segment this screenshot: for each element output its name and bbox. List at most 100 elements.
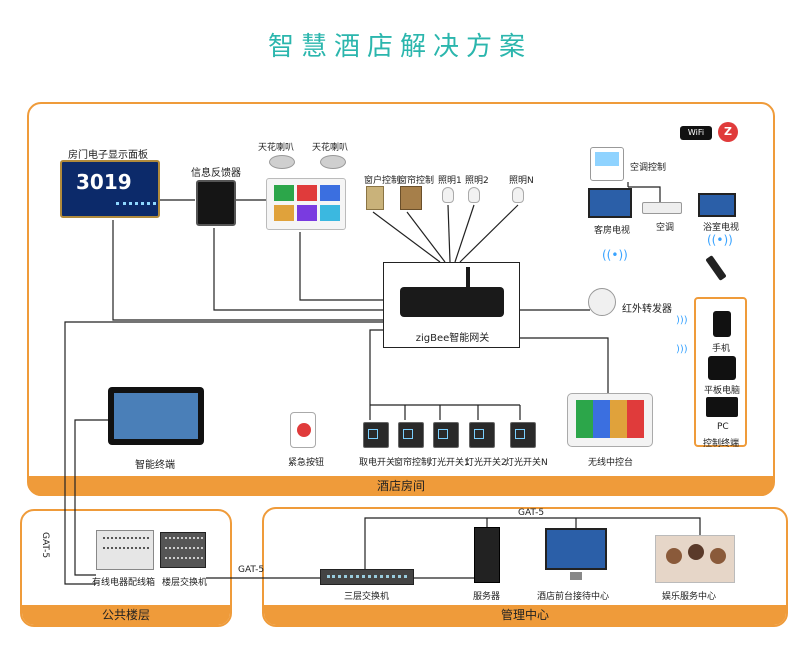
switch-light2-icon	[469, 422, 495, 448]
door-panel-icons	[116, 202, 156, 215]
core-switch-label: 三层交换机	[344, 592, 390, 602]
emergency-button-icon	[290, 412, 316, 448]
switch-curtain-icon	[398, 422, 424, 448]
floor-switch-label: 楼层交换机	[162, 578, 208, 588]
switch-lightN-label: 灯光开关N	[505, 458, 548, 468]
speaker-right-icon	[320, 155, 346, 169]
management-region	[262, 507, 788, 627]
wifi-signal-icon-4: )))	[676, 344, 688, 355]
lightN-label: 照明N	[509, 176, 534, 186]
wifi-signal-icon-1: ((•))	[602, 248, 628, 262]
feedback-device	[196, 180, 236, 226]
line-core-mgmt	[364, 517, 701, 570]
line-light1	[447, 204, 451, 263]
control-terminal-label: 控制终端	[703, 439, 740, 449]
line-panel-gateway	[299, 232, 383, 301]
management-label: 管理中心	[264, 605, 786, 625]
switch-light1-icon	[433, 422, 459, 448]
gateway-device-icon	[400, 287, 504, 317]
smart-terminal-icon	[108, 387, 204, 445]
pc-icon	[706, 397, 738, 417]
public-floor-label: 公共楼层	[22, 605, 230, 625]
light1-label: 照明1	[438, 176, 462, 186]
line-gw-switches	[369, 329, 383, 420]
phone-label: 手机	[712, 344, 731, 354]
line-curtain2	[406, 211, 446, 263]
public-floor-region	[20, 509, 232, 627]
wifi-signal-icon-3: )))	[676, 315, 688, 326]
ac-label: 空调	[656, 223, 675, 233]
entertainment-photo-icon	[655, 535, 735, 583]
ir-transmitter-icon	[588, 288, 616, 316]
curtain-outer-icon	[366, 186, 384, 210]
zigbee-badge: Z	[718, 122, 738, 142]
line-feedback-gateway	[213, 228, 383, 311]
line-gw-console	[520, 337, 609, 393]
ac-control-label: 空调控制	[630, 163, 667, 173]
line-lightN	[459, 204, 519, 263]
core-switch-icon	[320, 569, 414, 585]
gat5-top-label: GAT-5	[518, 508, 545, 518]
bath-tv-icon	[698, 193, 736, 217]
cabinet-icon	[96, 530, 154, 570]
thermostat-icon	[590, 147, 624, 181]
light2-label: 照明2	[465, 176, 489, 186]
line-terminal-cabinet	[74, 419, 108, 576]
wall-control-panel	[266, 178, 346, 230]
entertainment-label: 娱乐服务中心	[662, 592, 717, 602]
light1-icon	[442, 187, 454, 203]
smart-terminal-label: 智能终端	[135, 460, 175, 471]
switch-power-icon	[363, 422, 389, 448]
line-light2	[454, 204, 475, 263]
switch-light1-label: 灯光开关1	[428, 458, 470, 468]
page-title: 智慧酒店解决方案	[267, 32, 532, 62]
reception-stand-icon	[570, 572, 582, 580]
bath-tv-label: 浴室电视	[703, 223, 740, 233]
curtain-inner-icon	[400, 186, 422, 210]
gateway-label: zigBee智能网关	[415, 333, 490, 344]
wireless-console-label: 无线中控台	[588, 458, 634, 468]
line-curtain1	[372, 211, 441, 263]
wireless-console-icon	[567, 393, 653, 447]
floor-switch-icon	[160, 532, 206, 568]
wifi-signal-icon-2: ((•))	[707, 233, 733, 247]
phone-icon	[713, 311, 731, 337]
guest-tv-icon	[588, 188, 632, 218]
speaker-right-label: 天花喇叭	[312, 143, 349, 153]
reception-label: 酒店前台接待中心	[537, 592, 610, 602]
ac-icon	[642, 202, 682, 214]
gat5-vertical-label: GAT-5	[40, 532, 50, 559]
tablet-label: 平板电脑	[704, 386, 741, 396]
pc-label: PC	[717, 422, 729, 432]
gat5-link-label: GAT-5	[238, 565, 265, 575]
speaker-left-label: 天花喇叭	[258, 143, 295, 153]
line-gw-cabinet	[64, 321, 383, 585]
curtain-outer-label: 窗户控制	[364, 176, 401, 186]
guest-tv-label: 客房电视	[594, 226, 631, 236]
switch-lightN-icon	[510, 422, 536, 448]
cabinet-label: 有线电器配线箱	[92, 578, 156, 588]
gateway-box: zigBee智能网关	[383, 262, 520, 348]
line-door-gateway	[112, 220, 383, 321]
light2-icon	[468, 187, 480, 203]
feedback-label: 信息反馈器	[191, 168, 241, 179]
curtain-inner-label: 窗帘控制	[398, 176, 435, 186]
server-icon	[474, 527, 500, 583]
speaker-left-icon	[269, 155, 295, 169]
emergency-label: 紧急按钮	[288, 458, 325, 468]
server-label: 服务器	[473, 592, 501, 602]
control-terminal-box: 手机 平板电脑 PC	[694, 297, 747, 447]
switch-light2-label: 灯光开关2	[465, 458, 507, 468]
door-number: 3019	[76, 170, 132, 194]
ir-label: 红外转发器	[622, 304, 672, 315]
switch-curtain-label: 窗帘控制	[394, 458, 431, 468]
hotel-room-label: 酒店房间	[29, 476, 773, 496]
wifi-badge: WiFi	[680, 126, 712, 140]
reception-monitor-icon	[545, 528, 607, 570]
tablet-icon	[708, 356, 736, 380]
door-panel-label: 房门电子显示面板	[68, 150, 148, 161]
gateway-antenna-icon	[466, 267, 470, 289]
lightN-icon	[512, 187, 524, 203]
switch-power-label: 取电开关	[359, 458, 396, 468]
